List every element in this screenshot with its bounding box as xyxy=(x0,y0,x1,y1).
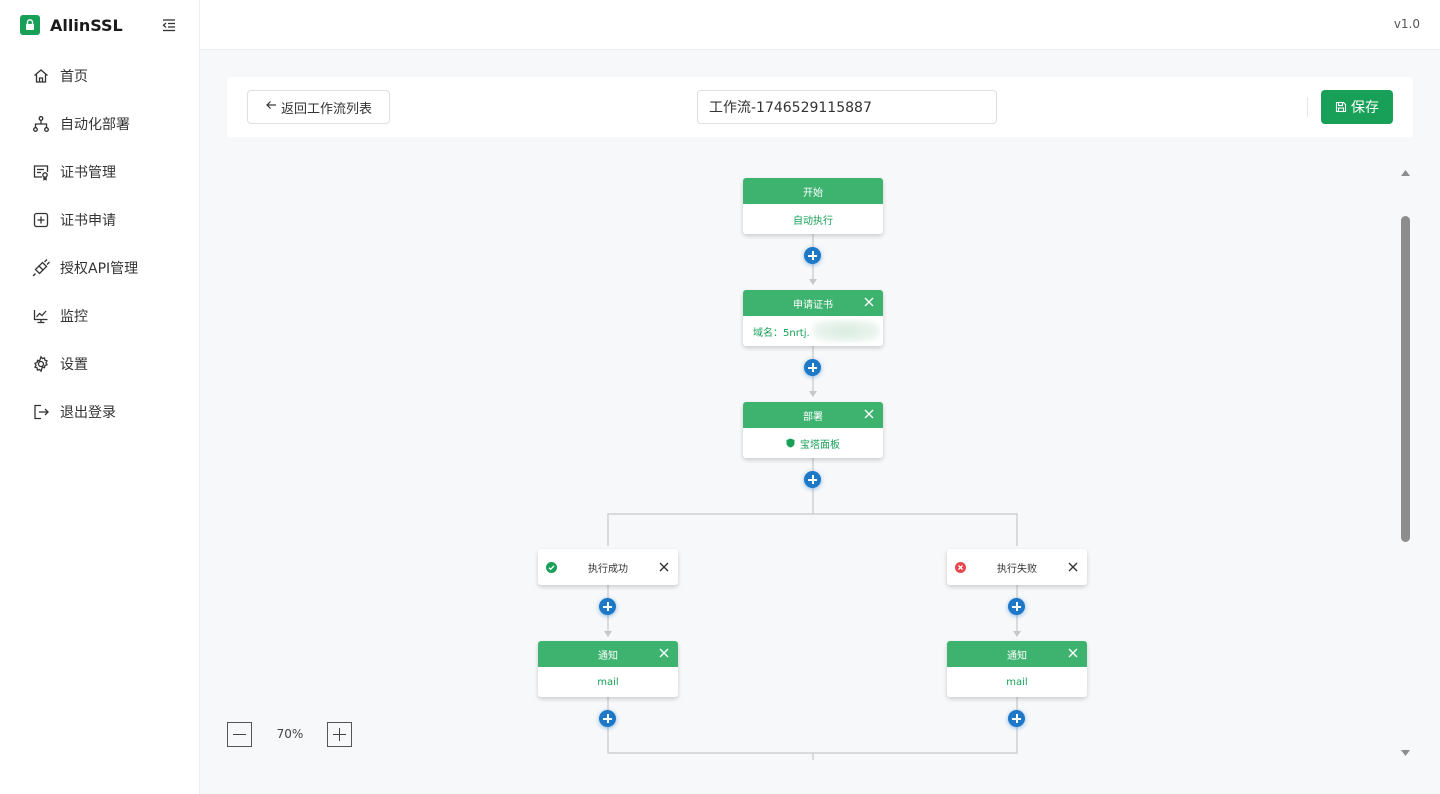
flow-connectors xyxy=(604,234,1021,760)
back-button-label: 返回工作流列表 xyxy=(280,101,372,117)
node-body: 域名：5nrtj. xyxy=(743,316,883,346)
flow-node-deploy[interactable]: 部署 宝塔面板 xyxy=(743,402,883,458)
sidebar-item-settings[interactable]: 设置 xyxy=(0,340,199,388)
flow-branch-fail[interactable]: 执行失败 xyxy=(947,549,1087,585)
save-icon xyxy=(1335,101,1347,113)
node-header: 通知 xyxy=(947,641,1087,667)
node-body: 自动执行 xyxy=(793,215,833,227)
save-button-label: 保存 xyxy=(1351,100,1379,116)
sidebar-item-label: 授权API管理 xyxy=(60,261,139,277)
node-header: 通知 xyxy=(538,641,678,667)
plus-square-icon xyxy=(32,211,50,229)
add-node-button[interactable] xyxy=(1008,598,1025,615)
sidebar-item-auto-deploy[interactable]: 自动化部署 xyxy=(0,100,199,148)
sidebar-item-label: 证书申请 xyxy=(60,213,116,229)
scroll-up-arrow-icon[interactable] xyxy=(1400,163,1411,176)
error-x-icon xyxy=(955,562,966,573)
sidebar-item-cert-manage[interactable]: 证书管理 xyxy=(0,148,199,196)
success-check-icon xyxy=(546,562,557,573)
workflow-icon xyxy=(32,115,50,133)
sidebar-item-home[interactable]: 首页 xyxy=(0,52,199,100)
sidebar-item-label: 首页 xyxy=(60,69,88,85)
close-icon[interactable] xyxy=(658,647,670,659)
flow-node-apply-cert[interactable]: 申请证书 域名：5nrtj. xyxy=(743,290,883,346)
node-title: 部署 xyxy=(803,411,823,423)
deploy-target-text: 宝塔面板 xyxy=(800,439,840,451)
back-to-workflow-list-button[interactable]: 返回工作流列表 xyxy=(247,90,390,124)
workflow-name-input[interactable] xyxy=(697,90,997,124)
sidebar-item-label: 自动化部署 xyxy=(60,117,130,133)
sidebar-item-label: 退出登录 xyxy=(60,405,116,421)
redaction-blur xyxy=(811,320,880,342)
baota-shield-icon xyxy=(786,438,795,448)
workflow-toolbar: 返回工作流列表 保存 xyxy=(227,77,1413,137)
app-version: v1.0 xyxy=(1393,17,1420,31)
toolbar-divider xyxy=(1307,97,1308,117)
top-header: v1.0 xyxy=(200,0,1440,50)
add-node-button[interactable] xyxy=(599,598,616,615)
node-body: 宝塔面板 xyxy=(743,428,883,458)
app-logo-icon xyxy=(20,15,40,35)
flow-node-start[interactable]: 开始 自动执行 xyxy=(743,178,883,234)
close-icon[interactable] xyxy=(863,408,875,420)
arrow-left-icon xyxy=(265,99,277,115)
node-title: 通知 xyxy=(598,650,618,662)
node-title: 通知 xyxy=(1007,650,1027,662)
sidebar: AllinSSL 首页 自动化部署 证书管理 证书申请 xyxy=(0,0,200,794)
zoom-in-button[interactable] xyxy=(327,722,352,747)
node-header: 部署 xyxy=(743,402,883,428)
flow-node-notify-fail[interactable]: 通知 mail xyxy=(947,641,1087,697)
gear-icon xyxy=(32,355,50,373)
logout-icon xyxy=(32,403,50,421)
domain-text: 域名：5nrtj. xyxy=(753,327,810,339)
zoom-out-button[interactable] xyxy=(227,722,252,747)
add-node-button[interactable] xyxy=(599,710,616,727)
node-header: 申请证书 xyxy=(743,290,883,316)
sidebar-menu: 首页 自动化部署 证书管理 证书申请 授权API管理 xyxy=(0,52,199,436)
node-body: mail xyxy=(597,676,619,688)
workflow-canvas[interactable]: 开始 自动执行 申请证书 域名：5nrtj. 部署 宝塔面板 xyxy=(200,150,1440,794)
sidebar-item-cert-apply[interactable]: 证书申请 xyxy=(0,196,199,244)
monitor-icon xyxy=(32,307,50,325)
flow-node-notify-success[interactable]: 通知 mail xyxy=(538,641,678,697)
close-icon[interactable] xyxy=(863,296,875,308)
add-node-button[interactable] xyxy=(804,247,821,264)
sidebar-item-label: 证书管理 xyxy=(60,165,116,181)
sidebar-item-label: 设置 xyxy=(60,357,88,373)
node-title: 开始 xyxy=(743,178,883,204)
branch-label: 执行失败 xyxy=(997,563,1037,575)
close-icon[interactable] xyxy=(658,561,670,573)
save-button[interactable]: 保存 xyxy=(1321,90,1393,124)
vertical-scrollbar-thumb[interactable] xyxy=(1401,216,1410,542)
sidebar-collapse-icon[interactable] xyxy=(160,16,178,34)
add-node-button[interactable] xyxy=(804,359,821,376)
sidebar-item-label: 监控 xyxy=(60,309,88,325)
app-title: AllinSSL xyxy=(50,15,123,35)
certificate-icon xyxy=(32,163,50,181)
sidebar-item-logout[interactable]: 退出登录 xyxy=(0,388,199,436)
branch-label: 执行成功 xyxy=(588,563,628,575)
add-node-button[interactable] xyxy=(804,471,821,488)
api-plug-icon xyxy=(32,259,50,277)
flow-branch-success[interactable]: 执行成功 xyxy=(538,549,678,585)
add-node-button[interactable] xyxy=(1008,710,1025,727)
zoom-level: 70% xyxy=(276,727,304,741)
scroll-down-arrow-icon[interactable] xyxy=(1400,743,1411,756)
brand[interactable]: AllinSSL xyxy=(0,0,199,50)
sidebar-item-monitor[interactable]: 监控 xyxy=(0,292,199,340)
sidebar-item-api-manage[interactable]: 授权API管理 xyxy=(0,244,199,292)
home-icon xyxy=(32,67,50,85)
close-icon[interactable] xyxy=(1067,561,1079,573)
close-icon[interactable] xyxy=(1067,647,1079,659)
node-body: mail xyxy=(1006,676,1028,688)
node-title: 申请证书 xyxy=(793,299,833,311)
